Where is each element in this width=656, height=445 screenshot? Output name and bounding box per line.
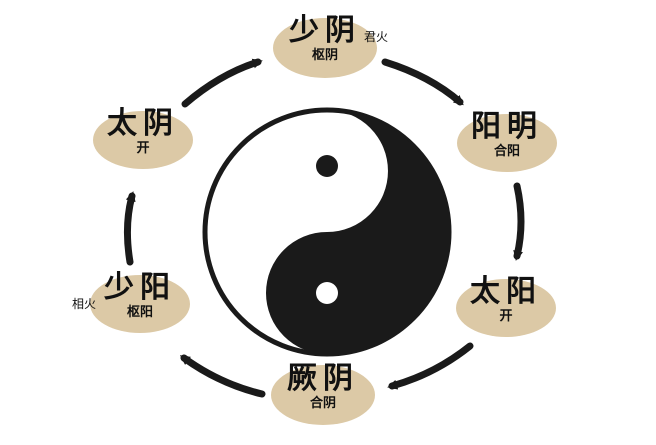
- node-shaoyang: 少阳 枢阳: [90, 271, 190, 321]
- ellipse-shaoyang: [90, 275, 190, 333]
- node-jueyin-role: 合阴: [309, 396, 336, 411]
- ellipse-taiyang-right: [456, 279, 556, 337]
- arrow-jueyin-to-shaoyang: [179, 354, 266, 398]
- arrow-taiyang-to-jueyin: [387, 342, 474, 390]
- ellipse-jueyin: [271, 365, 375, 425]
- node-taiyin-role: 开: [136, 141, 150, 156]
- yin-yang-icon: [202, 107, 452, 357]
- node-shaoyin-role: 枢阴: [311, 48, 338, 63]
- node-taiyang-right-role: 开: [499, 309, 513, 324]
- node-yangming-name: 阳明: [471, 109, 543, 144]
- node-taiyin: 太阴 开: [93, 107, 193, 157]
- node-shaoyang-name: 少阳: [104, 270, 176, 305]
- node-shaoyang-note: 相火: [72, 297, 97, 311]
- node-shaoyin: 少阴 枢阴: [275, 14, 375, 64]
- node-shaoyin-note: 君火: [364, 30, 389, 44]
- node-shaoyang-role: 枢阳: [126, 305, 153, 320]
- node-taiyin-name: 太阴: [107, 106, 179, 141]
- node-yangming: 阳明 合阳: [457, 110, 557, 160]
- node-jueyin: 厥阴 合阴: [273, 362, 373, 412]
- ellipse-shaoyin: [273, 18, 377, 78]
- arrow-yangming-to-taiyang: [513, 182, 525, 261]
- node-taiyang-right: 太阳 开: [456, 275, 556, 325]
- yang-dot: [316, 282, 338, 304]
- node-yangming-role: 合阳: [493, 144, 520, 159]
- ellipse-yangming: [457, 114, 557, 172]
- arrow-shaoyin-to-yangming: [381, 58, 464, 106]
- arrow-shaoyang-to-taiyin: [123, 191, 136, 266]
- arrow-taiyin-to-shaoyin: [181, 58, 263, 108]
- yin-dot: [316, 155, 338, 177]
- node-taiyang-right-name: 太阳: [470, 274, 542, 309]
- node-jueyin-name: 厥阴: [287, 361, 359, 396]
- node-shaoyin-name: 少阴: [289, 13, 361, 48]
- ellipse-taiyin: [93, 111, 193, 169]
